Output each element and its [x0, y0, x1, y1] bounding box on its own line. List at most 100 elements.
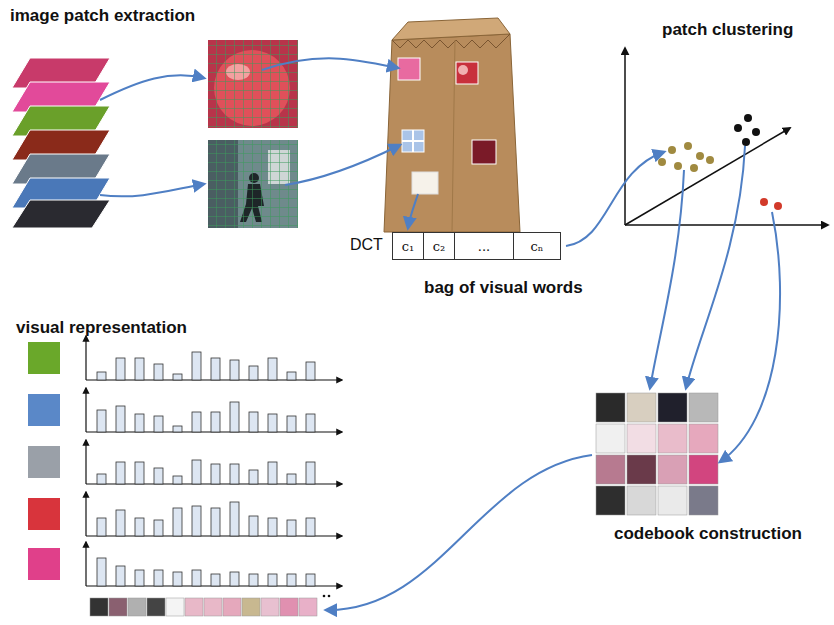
- codeword-strip: [128, 598, 146, 616]
- codeword-strip: [223, 598, 241, 616]
- hist-bar: [230, 572, 239, 586]
- hist-bar: [287, 372, 296, 380]
- codeword-patch: [658, 455, 687, 484]
- section-title: bag of visual words: [424, 278, 583, 298]
- hist-bar: [249, 412, 258, 432]
- hist-bar: [135, 358, 144, 380]
- codeword-patch: [596, 393, 625, 422]
- hist-bar: [116, 406, 125, 432]
- hist-bar: [135, 414, 144, 432]
- hist-bar: [230, 402, 239, 432]
- vector-cell: ...: [454, 232, 514, 260]
- image-thumbnail: [28, 548, 60, 580]
- hist-bar: [97, 518, 106, 536]
- codeword-patch: [689, 455, 718, 484]
- image-thumbnail: [28, 342, 60, 374]
- hist-bar: [230, 360, 239, 380]
- hist-bar: [249, 470, 258, 484]
- image-stack: [12, 58, 110, 228]
- hist-bar: [249, 366, 258, 380]
- hist-bar: [306, 518, 315, 536]
- cell-text: ...: [478, 239, 490, 254]
- codeword-strip: [280, 598, 298, 616]
- hist-axis: [85, 336, 86, 380]
- paper-bag: [384, 18, 520, 232]
- hist-bar: [192, 570, 201, 586]
- cell-text: c₂: [433, 239, 446, 254]
- hist-bar: [211, 464, 220, 484]
- hist-bar: [173, 508, 182, 536]
- hist-bar: [135, 518, 144, 536]
- vector-cell: c₁: [392, 232, 424, 260]
- codeword-strip: [261, 598, 279, 616]
- hist-bar: [268, 462, 277, 484]
- hist-bar: [173, 572, 182, 586]
- codeword-patch: [658, 486, 687, 515]
- hist-bar: [173, 476, 182, 484]
- codeword-patch: [596, 455, 625, 484]
- hist-bar: [287, 474, 296, 484]
- hist-bar: [268, 518, 277, 536]
- vector-cell: c₂: [423, 232, 455, 260]
- codeword-patch: [689, 424, 718, 453]
- hist-axis: [85, 440, 86, 484]
- histograms: [28, 336, 342, 616]
- codeword-patch: [627, 393, 656, 422]
- hist-bar: [192, 460, 201, 484]
- hist-bar: [116, 566, 125, 586]
- cell-text: cₙ: [531, 239, 544, 254]
- codeword-strip: [299, 598, 317, 616]
- codeword-strip: [242, 598, 260, 616]
- hist-bar: [268, 414, 277, 432]
- codeword-strip: [147, 598, 165, 616]
- hist-bar: [135, 570, 144, 586]
- hist-bar: [249, 574, 258, 586]
- hist-bar: [116, 510, 125, 536]
- hist-axis: [85, 492, 86, 536]
- hist-bar: [306, 574, 315, 586]
- hist-bar: [116, 358, 125, 380]
- hist-bar: [268, 358, 277, 380]
- hist-bar: [230, 464, 239, 484]
- hist-bar: [154, 468, 163, 484]
- hist-bar: [287, 416, 296, 432]
- hist-bar: [97, 372, 106, 380]
- hist-bar: [154, 416, 163, 432]
- codeword-patch: [689, 393, 718, 422]
- codeword-patch: [627, 486, 656, 515]
- codeword-strip: [185, 598, 203, 616]
- hist-bar: [306, 362, 315, 380]
- hist-bar: [211, 508, 220, 536]
- section-title: codebook construction: [614, 524, 802, 544]
- hist-axis: [85, 388, 86, 432]
- vector-cell: cₙ: [513, 232, 561, 260]
- codeword-strip: [109, 598, 127, 616]
- codeword-patch: [658, 393, 687, 422]
- section-title: patch clustering: [662, 20, 793, 40]
- hist-bar: [287, 520, 296, 536]
- hist-bar: [154, 364, 163, 380]
- apple-patch-grid: [208, 40, 298, 128]
- codeword-strip: [166, 598, 184, 616]
- vector-label: DCT: [350, 236, 383, 254]
- hist-bar: [230, 502, 239, 536]
- codeword-patch: [596, 486, 625, 515]
- image-thumbnail: [28, 394, 60, 426]
- dot: [328, 595, 331, 598]
- hist-bar: [211, 574, 220, 586]
- hist-axis: [85, 542, 86, 586]
- codeword-strip: [204, 598, 222, 616]
- image-thumbnail: [28, 498, 60, 530]
- hist-bar: [192, 352, 201, 380]
- codeword-patch: [658, 424, 687, 453]
- hist-bar: [211, 412, 220, 432]
- hist-bar: [306, 414, 315, 432]
- hist-bar: [154, 520, 163, 536]
- codeword-patch: [627, 455, 656, 484]
- section-title: visual representation: [16, 318, 187, 338]
- hist-bar: [116, 462, 125, 484]
- hist-bar: [287, 574, 296, 586]
- hist-bar: [97, 410, 106, 432]
- dot: [323, 595, 326, 598]
